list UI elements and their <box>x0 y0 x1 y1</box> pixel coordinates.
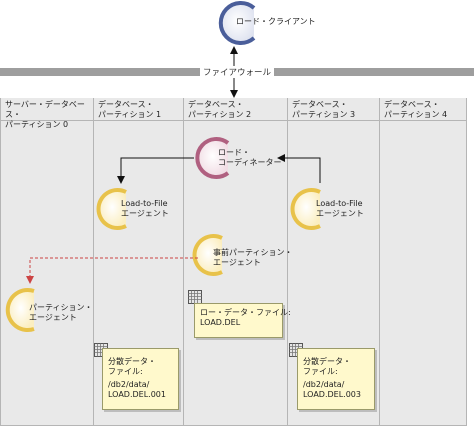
partition-4: データベース・ パーティション 4 <box>379 98 467 426</box>
partition-border-right <box>466 98 467 426</box>
load-client-node <box>218 1 256 45</box>
partition-2-header: データベース・ パーティション 2 <box>184 98 287 121</box>
partition-4-header: データベース・ パーティション 4 <box>380 98 467 121</box>
partition-border-bottom <box>0 425 467 426</box>
split-data-file-3: 分散データ・ ファイル: /db2/data/ LOAD.DEL.003 <box>297 348 375 410</box>
split-data-file-1: 分散データ・ ファイル: /db2/data/ LOAD.DEL.001 <box>102 348 179 410</box>
partition-1-header: データベース・ パーティション 1 <box>94 98 183 121</box>
load-to-file-agent-1-node <box>96 188 127 230</box>
load-client-label: ロード・クライアント <box>236 17 316 26</box>
raw-data-file-grid-icon <box>188 290 202 304</box>
partition-0-header: サーバー・データベース・ パーティション 0 <box>1 98 93 129</box>
partition-0: サーバー・データベース・ パーティション 0 <box>0 98 93 426</box>
arrow-agent-3-to-coordinator <box>277 154 321 183</box>
partition-3-header: データベース・ パーティション 3 <box>288 98 379 121</box>
raw-data-file: ロー・データ・ファイル: LOAD.DEL <box>194 303 291 338</box>
load-to-file-agent-3-node <box>290 188 321 230</box>
arrow-coordinator-to-agent-1 <box>117 157 194 184</box>
pre-partition-agent-node <box>192 234 223 276</box>
partition-agent-node <box>5 288 35 332</box>
firewall-label: ファイアウォール <box>200 67 275 79</box>
coordinator-node <box>195 137 230 179</box>
pre-partition-agent-label: 事前パーティション・ エージェント <box>213 248 293 267</box>
coordinator-label: ロード・ コーディネーター <box>218 148 282 167</box>
dashed-arrow-to-partition-agent <box>26 257 198 284</box>
load-to-file-agent-3-label: Load-to-File エージェント <box>316 199 364 218</box>
partition-agent-label: パーティション・ エージェント <box>29 303 93 322</box>
load-to-file-agent-1-label: Load-to-File エージェント <box>121 199 169 218</box>
